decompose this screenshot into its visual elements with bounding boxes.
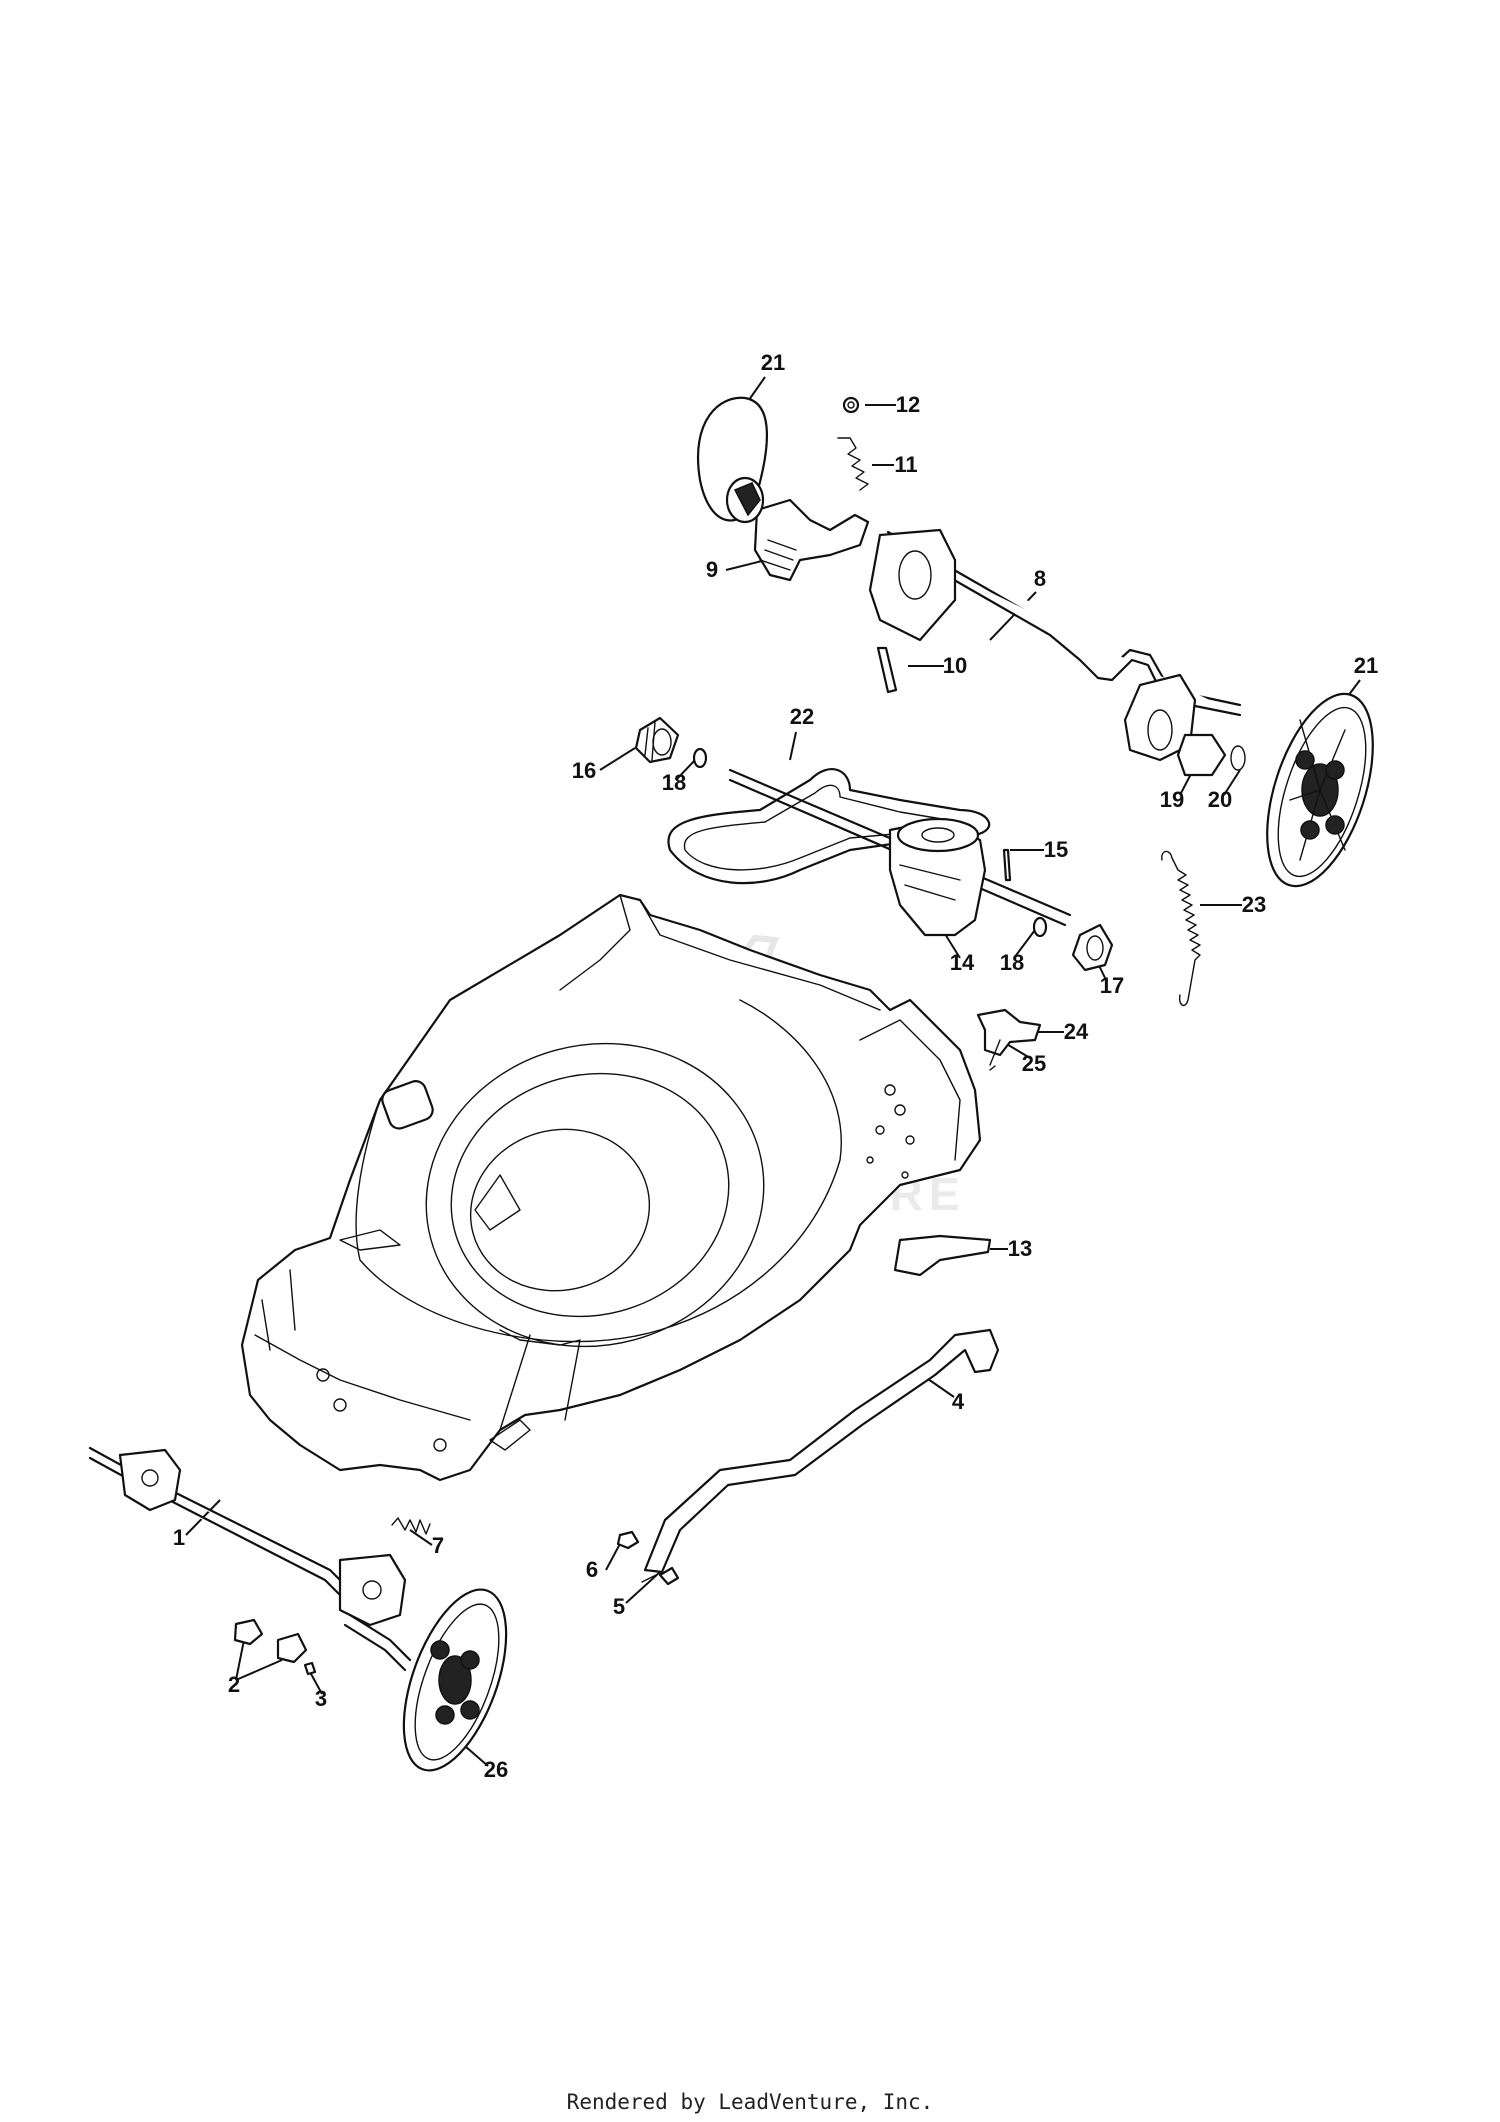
wheel-21 bbox=[1266, 692, 1374, 888]
callout-1: 1 bbox=[173, 1525, 185, 1550]
nut-6 bbox=[616, 1530, 640, 1550]
callout-18b: 18 bbox=[1000, 950, 1024, 975]
long-spring bbox=[1161, 850, 1201, 1007]
bolt-5 bbox=[641, 1566, 680, 1586]
callout-17: 17 bbox=[1100, 973, 1124, 998]
callout-4: 4 bbox=[952, 1389, 965, 1414]
lever-4 bbox=[643, 1328, 1000, 1574]
callout-10: 10 bbox=[943, 653, 967, 678]
screw-3 bbox=[303, 1661, 317, 1676]
callout-3: 3 bbox=[315, 1686, 327, 1711]
pin bbox=[876, 646, 898, 694]
callout-16: 16 bbox=[572, 758, 596, 783]
front-axle bbox=[88, 1446, 412, 1672]
callout-21b: 21 bbox=[1354, 653, 1378, 678]
bracket-24 bbox=[976, 1008, 1042, 1071]
callout-2: 2 bbox=[228, 1672, 240, 1697]
callout-19: 19 bbox=[1160, 787, 1184, 812]
rear-axle bbox=[868, 528, 1246, 777]
callout-21a: 21 bbox=[761, 350, 785, 375]
callout-18a: 18 bbox=[662, 770, 686, 795]
callout-23: 23 bbox=[1242, 892, 1266, 917]
callout-8: 8 bbox=[1034, 566, 1046, 591]
small-spring-and-nut bbox=[837, 396, 869, 491]
wheel-26 bbox=[402, 1588, 508, 1772]
callout-26: 26 bbox=[484, 1757, 508, 1782]
callout-5: 5 bbox=[613, 1594, 625, 1619]
callout-24: 24 bbox=[1064, 1019, 1089, 1044]
callout-7: 7 bbox=[432, 1533, 444, 1558]
bearings bbox=[634, 716, 1114, 972]
mower-deck bbox=[240, 893, 982, 1482]
callout-25: 25 bbox=[1022, 1051, 1046, 1076]
callout-22: 22 bbox=[790, 704, 814, 729]
callout-14: 14 bbox=[950, 950, 975, 975]
callout-15: 15 bbox=[1044, 837, 1068, 862]
wheel-cover-21 bbox=[697, 396, 768, 524]
footer-credit: Rendered by LeadVenture, Inc. bbox=[566, 2090, 934, 2114]
clip-2 bbox=[233, 1618, 308, 1664]
transmission bbox=[728, 768, 1072, 937]
latch-13 bbox=[893, 1234, 992, 1277]
callout-11: 11 bbox=[894, 452, 917, 477]
height-adjuster bbox=[753, 498, 870, 582]
callout-12: 12 bbox=[896, 392, 920, 417]
callout-13: 13 bbox=[1008, 1236, 1032, 1261]
callout-20: 20 bbox=[1208, 787, 1232, 812]
spring-7 bbox=[391, 1517, 431, 1535]
callout-6: 6 bbox=[586, 1557, 598, 1582]
callout-9: 9 bbox=[706, 557, 718, 582]
